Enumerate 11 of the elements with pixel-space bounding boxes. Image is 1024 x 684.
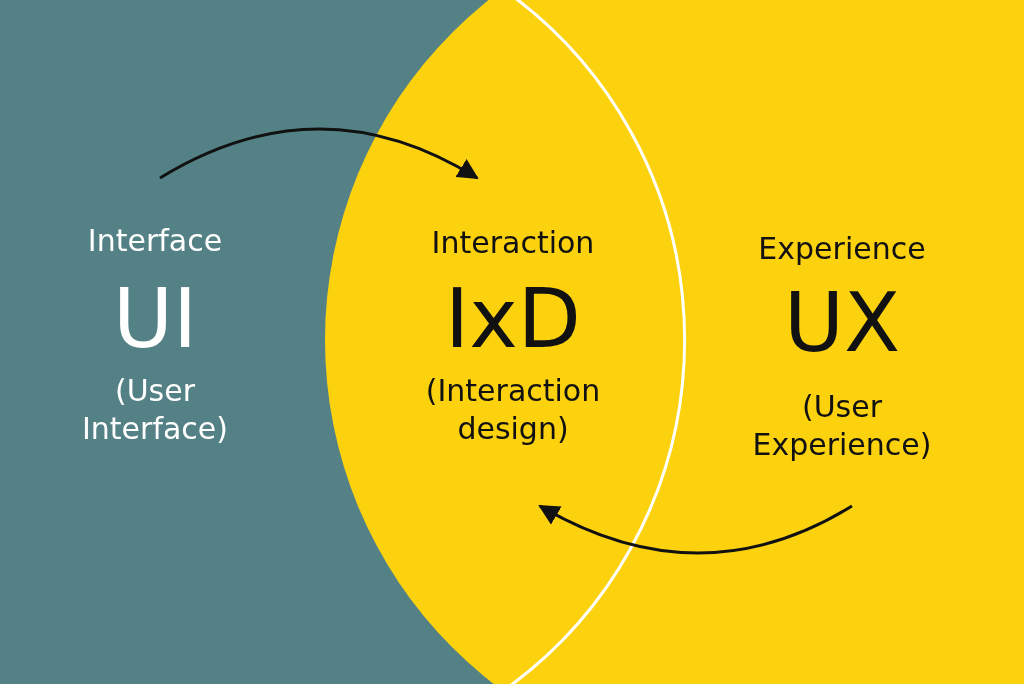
heading-text: Interaction bbox=[430, 224, 596, 262]
heading-text: Experience bbox=[757, 230, 927, 268]
full-name: (Interaction design) bbox=[424, 372, 602, 447]
full-name: (User Experience) bbox=[751, 388, 933, 463]
abbreviation: IxD bbox=[444, 278, 582, 360]
curved-arrow bbox=[538, 504, 853, 555]
full-name: (User Interface) bbox=[81, 372, 229, 447]
curved-arrow bbox=[159, 127, 479, 180]
abbreviation: UX bbox=[782, 282, 902, 364]
heading-text: Interface bbox=[86, 222, 224, 260]
abbreviation: UI bbox=[111, 278, 199, 360]
